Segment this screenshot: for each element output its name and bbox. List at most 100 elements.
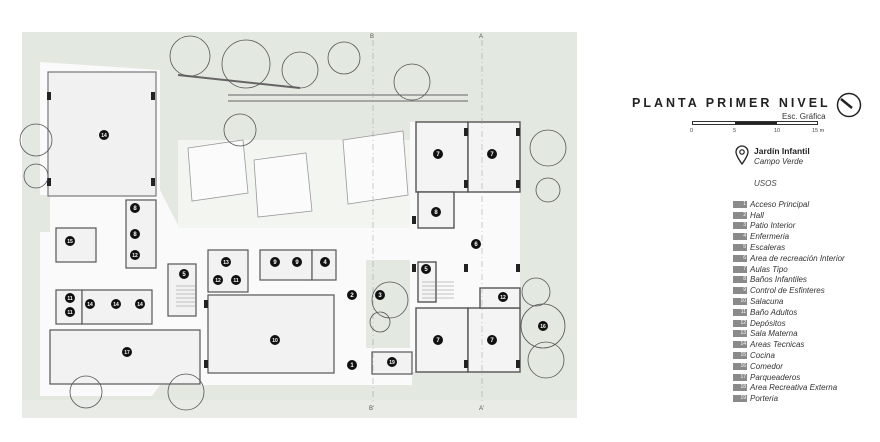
columns — [47, 92, 520, 368]
room-number-marker — [221, 257, 231, 267]
scale-bar — [692, 121, 818, 125]
use-label: Area Recreativa Externa — [750, 383, 838, 393]
room-number-label: 17 — [124, 350, 130, 356]
room-number-label: 9 — [273, 260, 277, 266]
trees — [19, 35, 567, 411]
scale-tick: 15 m — [812, 128, 825, 134]
project-name: Jardín Infantil — [754, 146, 810, 156]
central-rooms — [167, 249, 413, 375]
room-number-label: 12 — [500, 295, 506, 301]
room-number-marker — [320, 257, 330, 267]
use-label: Hall — [750, 210, 764, 220]
room-number-label: 3 — [378, 293, 382, 299]
room-number-marker — [431, 207, 441, 217]
room-number-label: 13 — [223, 260, 229, 266]
use-number: 5 — [733, 244, 747, 252]
room-number-label: 8 — [133, 206, 137, 212]
room-number-marker — [99, 130, 109, 140]
scale-tick: 10 — [774, 128, 781, 134]
room-number-marker — [130, 203, 140, 213]
room-number-label: 11 — [67, 296, 73, 302]
scale-tick: 5 — [733, 128, 737, 134]
room-number-label: 14 — [87, 302, 93, 308]
room-number-marker — [538, 321, 548, 331]
room-number-marker — [85, 299, 95, 309]
room-number-marker — [292, 257, 302, 267]
use-label: Control de Esfinteres — [750, 286, 825, 296]
room-number-marker — [65, 236, 75, 246]
room-number-label: 11 — [67, 310, 73, 316]
room-number-label: 7 — [436, 338, 440, 344]
use-number: 13 — [733, 330, 747, 338]
use-number: 7 — [733, 265, 747, 273]
use-label: Escaleras — [750, 243, 786, 253]
use-number: 4 — [733, 233, 747, 241]
section-mark-b: B — [370, 34, 374, 40]
room-number-label: 5 — [424, 267, 428, 273]
use-label: Enfermeria — [750, 232, 790, 242]
use-number: 12 — [733, 319, 747, 327]
room-number-label: 5 — [182, 272, 186, 278]
room-number-label: 16 — [540, 324, 546, 330]
use-label: Depósitos — [750, 318, 786, 328]
use-label: Areas Tecnicas — [750, 340, 805, 350]
use-label: Porteria — [750, 394, 779, 404]
section-mark-a: A — [479, 34, 483, 40]
legend-panel: PLANTA PRIMER NIVEL Esc. Gráfica 0 5 10 … — [600, 0, 880, 442]
plan-title: PLANTA PRIMER NIVEL — [632, 96, 831, 110]
use-number: 11 — [733, 308, 747, 316]
north-arrow-icon — [836, 92, 862, 118]
room-number-marker — [487, 335, 497, 345]
classrooms — [415, 121, 521, 373]
walkway — [177, 74, 468, 102]
uses-heading: USOS — [754, 179, 777, 188]
room-number-label: 14 — [101, 133, 107, 139]
use-label: Parqueaderos — [750, 372, 801, 382]
section-mark-a-prime: A' — [479, 406, 484, 412]
scale-label: Esc. Gráfica — [782, 112, 826, 121]
room-number-label: 9 — [295, 260, 299, 266]
project-location: Campo Verde — [754, 157, 804, 166]
room-number-marker — [270, 257, 280, 267]
room-number-marker — [433, 335, 443, 345]
room-number-label: 14 — [137, 302, 143, 308]
room-number-label: 12 — [132, 253, 138, 259]
section-mark-b-prime: B' — [369, 406, 374, 412]
room-number-marker — [111, 299, 121, 309]
room-number-label: 8 — [133, 232, 137, 238]
use-number: 1 — [733, 200, 747, 208]
room-number-label: 14 — [113, 302, 119, 308]
use-number: 2 — [733, 211, 747, 219]
room-number-marker — [122, 347, 132, 357]
room-number-marker — [135, 299, 145, 309]
room-number-label: 7 — [490, 152, 494, 158]
room-number-marker — [65, 307, 75, 317]
room-number-marker — [347, 290, 357, 300]
use-label: Area de recreación Interior — [750, 253, 845, 263]
use-number: 18 — [733, 384, 747, 392]
room-number-label: 2 — [350, 293, 354, 299]
room-number-marker — [471, 239, 481, 249]
room-number-marker — [213, 275, 223, 285]
room-number-label: 4 — [323, 260, 327, 266]
use-number: 17 — [733, 373, 747, 381]
use-label: Cocina — [750, 351, 775, 361]
use-number: 16 — [733, 362, 747, 370]
room-number-marker — [433, 149, 443, 159]
room-number-label: 8 — [434, 210, 438, 216]
